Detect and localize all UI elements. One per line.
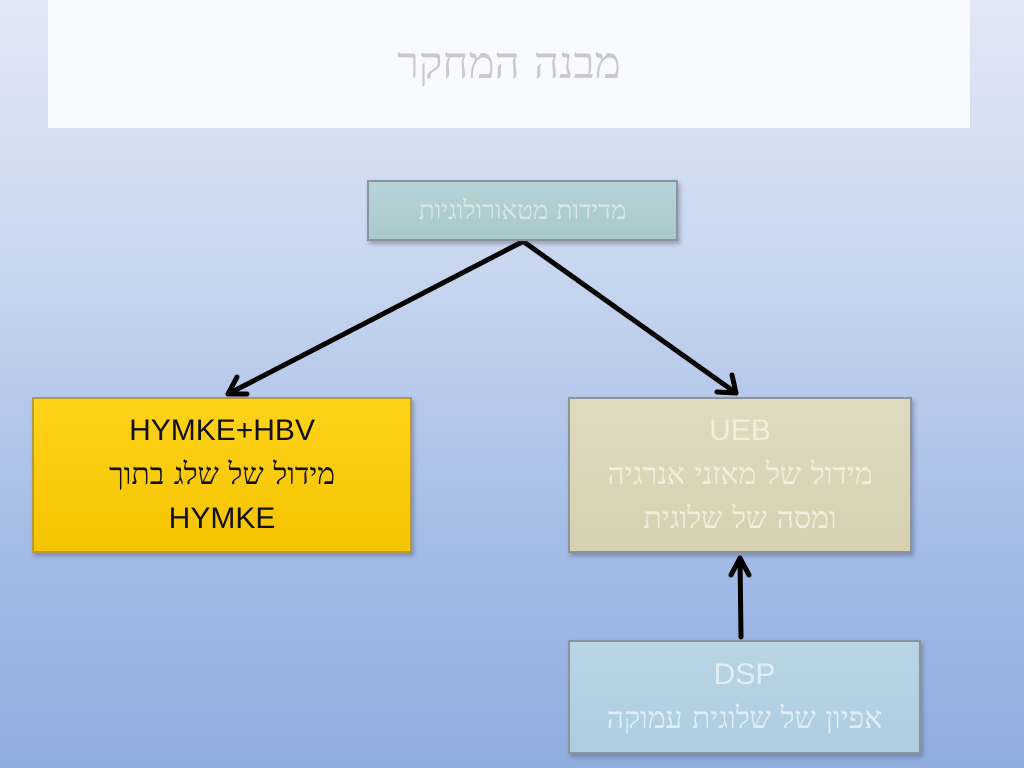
node-right-line3: ומסה של שלוגית (643, 501, 837, 536)
node-dsp: DSP אפיון של שלוגית עמוקה (568, 640, 921, 754)
node-right-line1: UEB (709, 414, 771, 447)
node-meteorological-measurements: מדידות מטאורולוגיות (367, 180, 678, 241)
arrow-top-to-right (521, 239, 739, 396)
slide-title: מבנה המחקר (397, 37, 621, 89)
node-left-line1: HYMKE+HBV (129, 414, 315, 447)
title-box: מבנה המחקר (48, 0, 970, 128)
node-right-line2: מידול של מאזני אנרגיה (607, 457, 873, 492)
arrowhead-left (225, 374, 250, 397)
node-left-line3: HYMKE (168, 502, 276, 535)
node-left-line2: מידול של שלג בתוך (109, 457, 336, 492)
arrowhead-right (714, 372, 739, 396)
arrow-top-to-left (225, 239, 525, 397)
node-hymke-hbv: HYMKE+HBV מידול של שלג בתוך HYMKE (32, 397, 412, 553)
arrow-bottom-to-right (737, 555, 744, 640)
node-ueb: UEB מידול של מאזני אנרגיה ומסה של שלוגית (568, 397, 912, 553)
node-top-label: מדידות מטאורולוגיות (418, 195, 627, 226)
arrowhead-up (728, 555, 752, 578)
node-bottom-line2: אפיון של שלוגית עמוקה (606, 701, 883, 736)
node-bottom-line1: DSP (713, 658, 776, 691)
